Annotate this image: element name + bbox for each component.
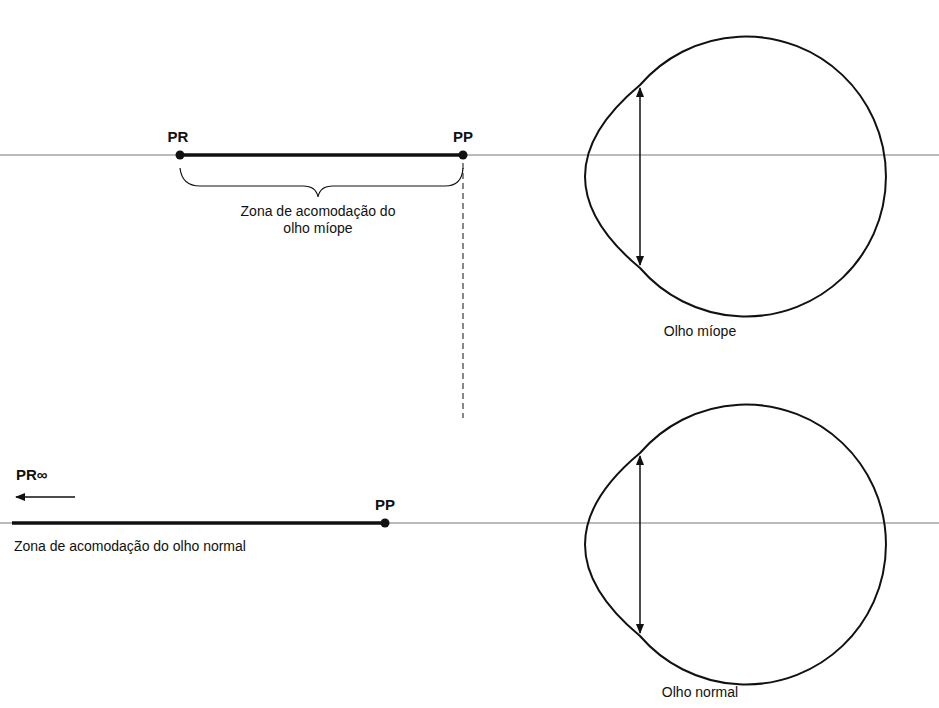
accommodation-zone (12, 521, 385, 525)
near-point-dot (381, 519, 390, 528)
near-point-dot (459, 151, 468, 160)
optical-axis (0, 155, 939, 156)
infinity-arrow (16, 496, 75, 498)
point-label: PR (168, 128, 189, 145)
far-point-dot (176, 151, 185, 160)
lens-symbol (639, 88, 641, 265)
optical-axis (0, 523, 939, 524)
eye-caption: Olho míope (664, 323, 736, 340)
dashed-guide (463, 163, 464, 418)
point-label: PP (375, 496, 395, 513)
zone-bracket (180, 168, 463, 197)
eye-outline (585, 404, 886, 684)
zone-caption: Zona de acomodação do olho míope (231, 203, 406, 237)
eye-outline (585, 36, 886, 316)
point-label: PP (453, 128, 473, 145)
point-label: PR∞ (16, 466, 48, 483)
eye-caption: Olho normal (662, 684, 738, 701)
lens-symbol (639, 456, 641, 633)
zone-caption: Zona de acomodação do olho normal (14, 538, 246, 555)
accommodation-zone (180, 153, 463, 157)
